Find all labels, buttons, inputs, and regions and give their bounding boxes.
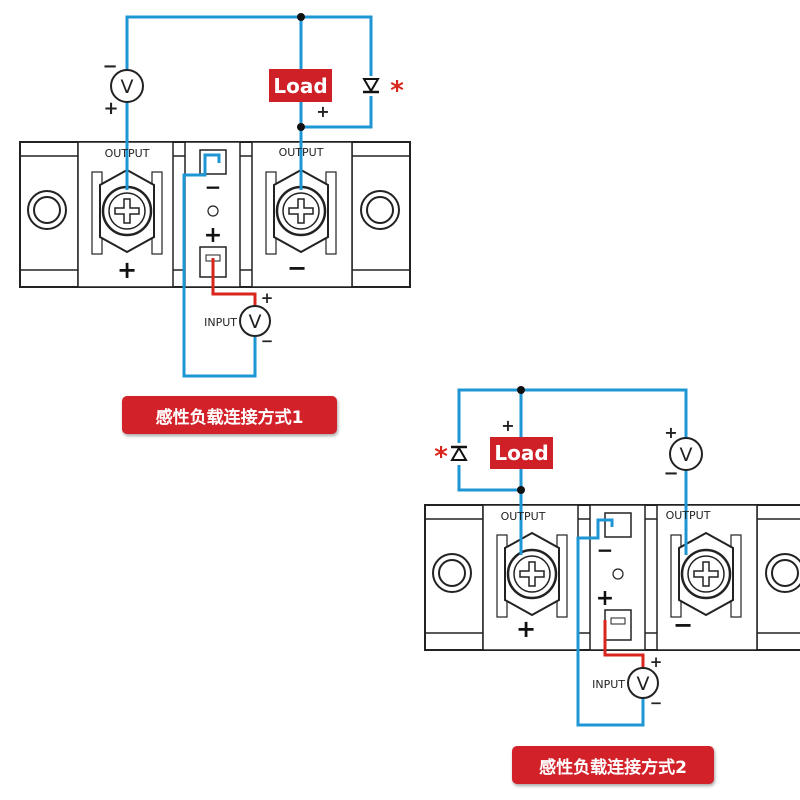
asterisk-mark: * — [434, 442, 448, 472]
diode-1 — [362, 76, 380, 96]
load-plus-sign: + — [316, 102, 329, 121]
output-voltmeter-1 — [110, 69, 144, 103]
output-voltmeter-2 — [669, 437, 703, 471]
output-left-polarity: + — [516, 615, 536, 643]
voltmeter-minus-sign: − — [102, 56, 117, 77]
relay-body-1 — [18, 140, 412, 289]
output-right-label: OUTPUT — [666, 509, 711, 522]
input-minus-sign: − — [597, 538, 614, 562]
load-label: Load — [273, 74, 327, 98]
load-plus-sign: + — [501, 416, 514, 435]
caption-2: 感性负载连接方式2 — [512, 746, 714, 784]
input-voltmeter-plus: + — [261, 289, 274, 307]
output-right-polarity: − — [287, 254, 307, 282]
junction-dot — [517, 486, 525, 494]
voltmeter-symbol: V — [637, 673, 650, 695]
load-label: Load — [494, 441, 548, 465]
output-right-polarity: − — [673, 611, 693, 639]
diode-2 — [450, 443, 468, 465]
input-voltmeter-2 — [627, 667, 659, 699]
input-plus-sign: + — [204, 223, 222, 248]
input-minus-sign: − — [205, 175, 222, 199]
load-box-2 — [490, 437, 553, 469]
voltmeter-plus-sign: + — [664, 423, 677, 442]
output-wires-1 — [125, 15, 373, 142]
load-box-1 — [269, 69, 332, 102]
voltmeter-plus-sign: + — [103, 98, 118, 119]
input-negative-wire-1 — [182, 153, 257, 378]
asterisk-mark: * — [390, 76, 404, 106]
voltmeter-symbol: V — [121, 76, 134, 98]
output-right-label: OUTPUT — [279, 146, 324, 159]
voltmeter-symbol: V — [680, 444, 693, 466]
input-voltmeter-minus: − — [650, 694, 663, 712]
input-label: INPUT — [204, 316, 237, 329]
input-negative-wire-2 — [576, 518, 645, 727]
input-label: INPUT — [592, 678, 625, 691]
input-plus-sign: + — [596, 586, 614, 611]
voltmeter-minus-sign: − — [663, 463, 678, 484]
input-positive-wire-2 — [603, 620, 645, 668]
input-voltmeter-1 — [239, 305, 271, 337]
input-voltmeter-plus: + — [650, 653, 663, 671]
input-positive-wire-1 — [211, 258, 257, 307]
output-left-label: OUTPUT — [501, 510, 546, 523]
output-left-label: OUTPUT — [105, 147, 150, 160]
voltmeter-symbol: V — [249, 311, 262, 333]
diagram-2: Load + * V + − OUTPUT OUTPUT + − − + V I… — [423, 386, 800, 727]
diagram-1: V − + Load + * OUTPUT OUTPUT + − − + V I… — [18, 13, 412, 378]
output-left-polarity: + — [117, 256, 137, 284]
caption-1: 感性负载连接方式1 — [122, 396, 337, 434]
input-voltmeter-minus: − — [261, 332, 274, 350]
junction-dot — [297, 123, 305, 131]
junction-dot — [517, 386, 525, 394]
junction-dot — [297, 13, 305, 21]
